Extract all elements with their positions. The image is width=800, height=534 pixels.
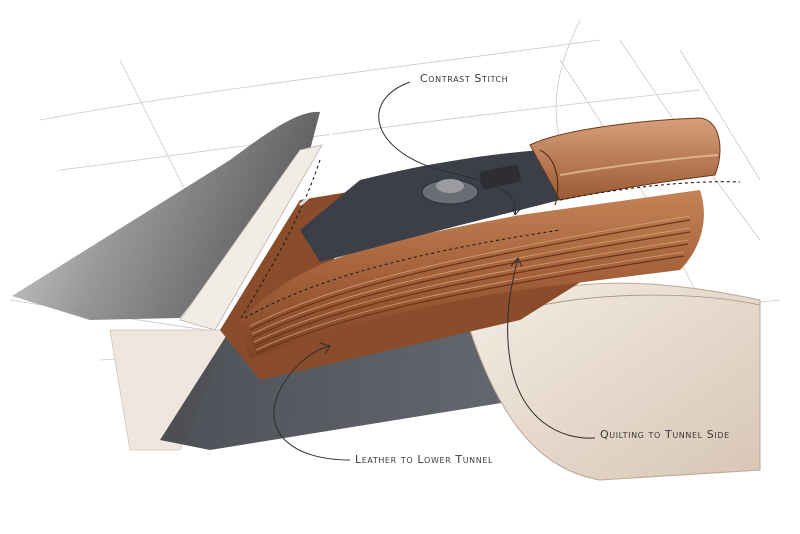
label-contrast-stitch: Contrast Stitch — [420, 72, 509, 85]
contrast-stitch-lines — [239, 159, 741, 321]
label-quilting-tunnel-side: Quilting to Tunnel Side — [600, 428, 730, 441]
door-trim — [179, 144, 323, 331]
quilted-side — [240, 190, 704, 360]
quilting-flutes — [249, 219, 691, 355]
armrest — [529, 117, 721, 201]
label-leather-lower-tunnel: Leather to Lower Tunnel — [355, 453, 494, 466]
door-panel — [12, 111, 320, 320]
door-sill — [109, 329, 231, 451]
annotation-leaders — [273, 81, 596, 461]
